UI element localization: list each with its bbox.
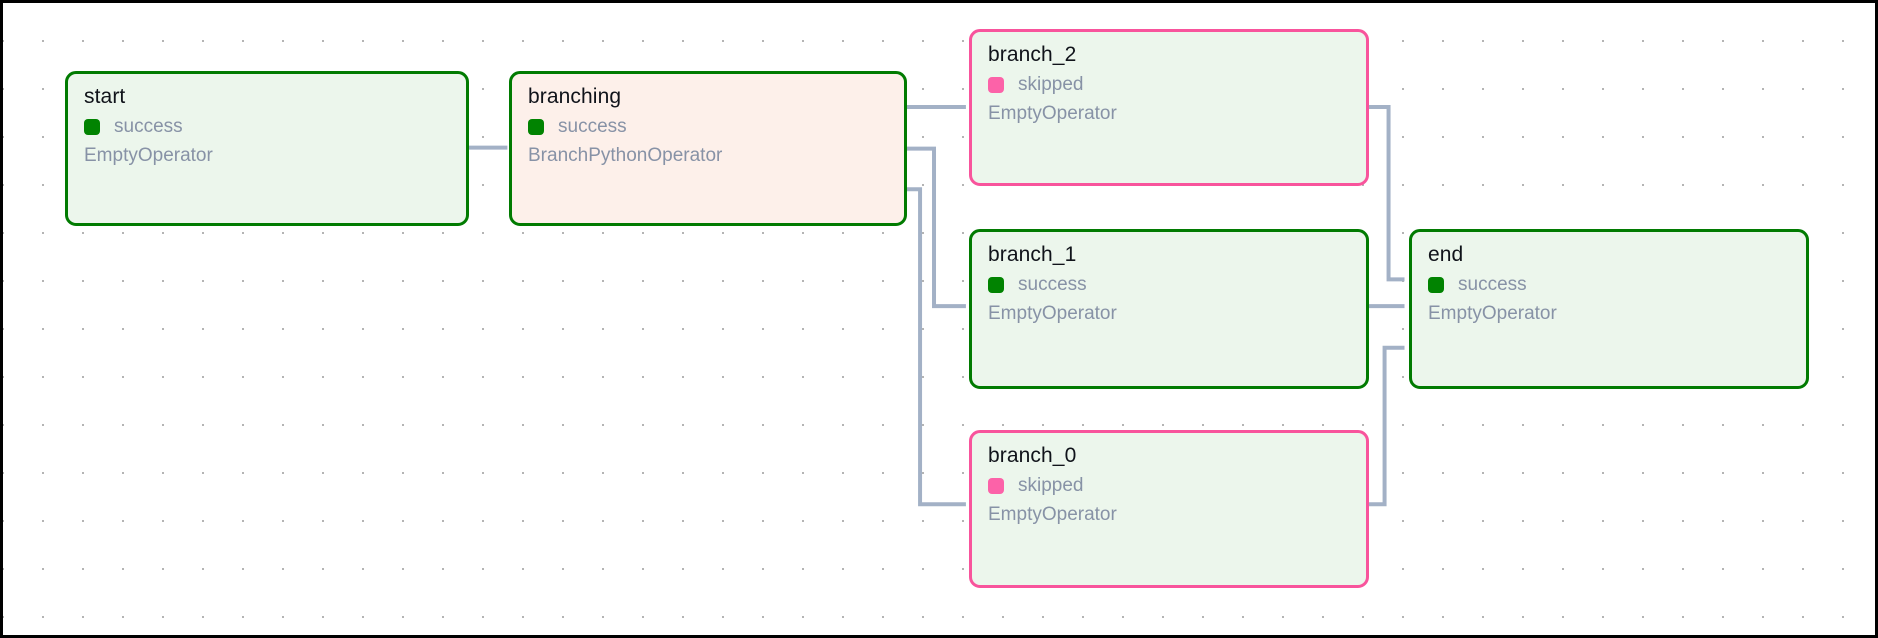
node-title: start (84, 85, 126, 108)
node-title: branch_2 (988, 43, 1077, 66)
node-status-label: skipped (1018, 475, 1084, 496)
success-square-icon (84, 119, 100, 135)
edge-branch_0-to-end (1364, 345, 1405, 507)
skipped-square-icon (988, 77, 1004, 93)
node-status-label: success (558, 116, 627, 137)
node-status-row: success (528, 116, 888, 138)
node-title: branch_0 (988, 444, 1077, 467)
success-square-icon (1428, 277, 1444, 293)
node-title: branch_1 (988, 243, 1077, 266)
node-operator-label: EmptyOperator (1428, 303, 1557, 324)
success-square-icon (528, 119, 544, 135)
node-title: end (1428, 243, 1464, 266)
node-status-label: success (114, 116, 183, 137)
node-status-row: skipped (988, 475, 1350, 497)
node-status-row: success (84, 116, 450, 138)
edge-branch_2-to-end (1364, 105, 1405, 282)
node-operator-label: EmptyOperator (84, 145, 213, 166)
node-status-label: success (1018, 274, 1087, 295)
node-status-row: skipped (988, 74, 1350, 96)
skipped-square-icon (988, 478, 1004, 494)
node-status-label: success (1458, 274, 1527, 295)
node-operator-label: BranchPythonOperator (528, 145, 723, 166)
edge-branching-to-branch_0 (904, 187, 966, 507)
success-square-icon (988, 277, 1004, 293)
node-title: branching (528, 85, 622, 108)
node-operator-label: EmptyOperator (988, 303, 1117, 324)
node-operator-label: EmptyOperator (988, 504, 1117, 525)
node-status-row: success (1428, 274, 1790, 296)
node-operator-label: EmptyOperator (988, 103, 1117, 124)
edge-branching-to-branch_1 (904, 146, 966, 309)
node-status-label: skipped (1018, 74, 1084, 95)
node-status-row: success (988, 274, 1350, 296)
